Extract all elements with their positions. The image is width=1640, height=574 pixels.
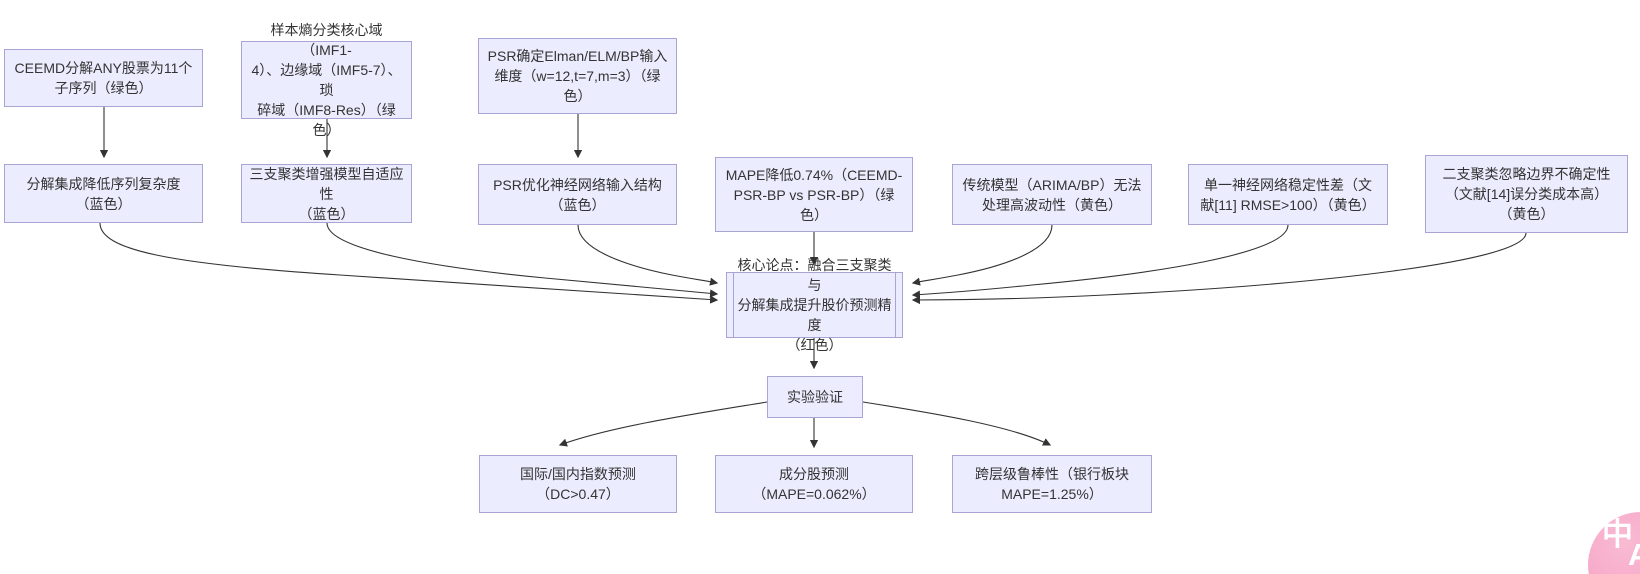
translate-a-glyph: A (1628, 537, 1640, 572)
node-experiment: 实验验证 (767, 376, 863, 418)
node-label: PSR确定Elman/ELM/BP输入 维度（w=12,t=7,m=3）（绿 色… (487, 48, 668, 104)
node-ceemd-decompose: CEEMD分解ANY股票为11个 子序列（绿色） (4, 49, 203, 107)
node-label: CEEMD分解ANY股票为11个 子序列（绿色） (14, 60, 193, 96)
node-label: 实验验证 (787, 389, 843, 405)
node-sample-entropy: 样本熵分类核心域（IMF1- 4）、边缘域（IMF5-7）、琐 碎域（IMF8-… (241, 22, 412, 138)
node-label: 单一神经网络稳定性差（文 献[11] RMSE>100）（黄色） (1200, 176, 1376, 213)
node-psr-input-dim: PSR确定Elman/ELM/BP输入 维度（w=12,t=7,m=3）（绿 色… (478, 38, 677, 114)
edge-j-k (911, 232, 1527, 305)
node-label: 三支聚类增强模型自适应性 （蓝色） (249, 165, 404, 222)
node-label: 成分股预测 （MAPE=0.062%） (752, 466, 876, 502)
node-three-way-adaptive: 三支聚类增强模型自适应性 （蓝色） (241, 164, 412, 223)
edge-l-m (558, 401, 768, 447)
node-stock-predict: 成分股预测 （MAPE=0.062%） (715, 455, 913, 513)
node-label: 国际/国内指数预测 （DC>0.47） (520, 466, 636, 502)
node-label: 跨层级鲁棒性（银行板块 MAPE=1.25%） (975, 466, 1129, 502)
node-index-predict: 国际/国内指数预测 （DC>0.47） (479, 455, 677, 513)
translate-zh-glyph: 中 (1602, 517, 1633, 552)
translate-floating-button[interactable]: 中 A (1588, 512, 1640, 574)
node-label: PSR优化神经网络输入结构 （蓝色） (493, 176, 662, 213)
node-traditional-limit: 传统模型（ARIMA/BP）无法 处理高波动性（黄色） (952, 164, 1152, 225)
node-decompose-complexity: 分解集成降低序列复杂度 （蓝色） (4, 164, 203, 223)
edge-f-k (577, 224, 719, 286)
node-mape-improve: MAPE降低0.74%（CEEMD- PSR-BP vs PSR-BP）（绿 色… (715, 157, 913, 232)
node-label: 样本熵分类核心域（IMF1- 4）、边缘域（IMF5-7）、琐 碎域（IMF8-… (251, 22, 402, 138)
node-robustness: 跨层级鲁棒性（银行板块 MAPE=1.25%） (952, 455, 1152, 513)
node-label: 核心论点：融合三支聚类与 分解集成提升股价预测精度 （红色） (737, 257, 892, 353)
edge-e-k (326, 222, 719, 298)
edge-i-k (911, 224, 1289, 299)
node-label: MAPE降低0.74%（CEEMD- PSR-BP vs PSR-BP）（绿 色… (725, 166, 903, 223)
edge-l-o (862, 401, 1052, 446)
edge-h-k (911, 224, 1053, 286)
node-label: 传统模型（ARIMA/BP）无法 处理高波动性（黄色） (962, 176, 1142, 213)
node-two-way-limit: 二支聚类忽略边界不确定性 （文献[14]误分类成本高） （黄色） (1425, 155, 1628, 233)
node-label: 分解集成降低序列复杂度 （蓝色） (26, 175, 181, 212)
node-label: 二支聚类忽略边界不确定性 （文献[14]误分类成本高） （黄色） (1442, 166, 1611, 222)
node-single-nn-unstable: 单一神经网络稳定性差（文 献[11] RMSE>100）（黄色） (1188, 164, 1388, 225)
node-psr-structure: PSR优化神经网络输入结构 （蓝色） (478, 164, 677, 225)
node-core-thesis: 核心论点：融合三支聚类与 分解集成提升股价预测精度 （红色） (726, 257, 903, 353)
edge-d-k (99, 222, 719, 304)
